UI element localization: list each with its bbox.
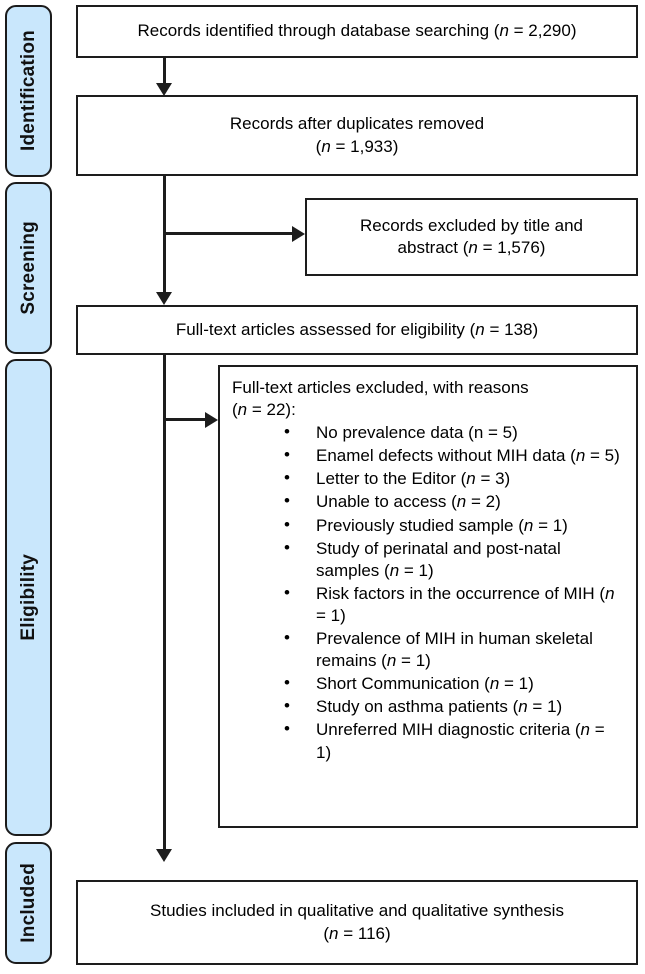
exclusion-reason-text: Unable to access ( — [316, 492, 457, 512]
arrow-down-icon — [156, 849, 172, 862]
phase-identification: Identification — [5, 5, 52, 177]
phase-eligibility: Eligibility — [5, 359, 52, 836]
n-symbol: n — [456, 492, 467, 512]
phase-screening: Screening — [5, 182, 52, 354]
exclusion-reason-count: = 2) — [466, 492, 501, 512]
excluded-ta-count-pre: abstract ( — [397, 238, 469, 257]
exclusion-reason-count: = 1) — [316, 605, 346, 625]
box-fulltext-excluded-reasons: Full-text articles excluded, with reason… — [218, 365, 638, 828]
exclusion-reason-count: = 5) — [585, 446, 620, 466]
exclusion-reason-text: Risk factors in the occurrence of MIH ( — [316, 583, 606, 603]
n-symbol: n — [580, 720, 590, 740]
exclusion-reason-count: = 1) — [396, 651, 431, 671]
box-fulltext-assessed: Full-text articles assessed for eligibil… — [76, 305, 638, 355]
n-symbol: n — [575, 446, 586, 466]
n-symbol: n — [329, 923, 339, 943]
n-symbol: n — [468, 238, 478, 257]
exclusion-reason-item: Study on asthma patients (n = 1) — [232, 695, 624, 718]
exclusion-reason-text: Letter to the Editor ( — [316, 469, 467, 489]
exclusion-reason-text: Study on asthma patients ( — [316, 697, 519, 717]
exclusion-reason-item: Letter to the Editor (n = 3) — [232, 467, 624, 490]
exclusion-reason-count: = 1) — [399, 560, 434, 580]
exclusion-reason-text: Enamel defects without MIH data ( — [316, 446, 576, 466]
phase-screening-label: Screening — [18, 221, 39, 315]
excluded-reasons-heading-line1: Full-text articles excluded, with reason… — [232, 378, 529, 397]
arrow-down-icon — [156, 83, 172, 96]
n-symbol: n — [518, 697, 528, 717]
exclusion-reason-item: Previously studied sample (n = 1) — [232, 514, 624, 537]
n-symbol: n — [466, 469, 476, 489]
phase-included: Included — [5, 842, 52, 964]
duplicates-count-pre: ( — [315, 136, 322, 156]
n-symbol: n — [386, 651, 397, 671]
exclusion-reason-item: Short Communication (n = 1) — [232, 672, 624, 695]
exclusion-reason-count: = 1) — [533, 515, 568, 535]
fulltext-assessed-text: Full-text articles assessed for eligibil… — [175, 319, 476, 339]
arrow-down-icon — [156, 292, 172, 305]
exclusion-reason-text: Prevalence of MIH in human skeletal rema… — [316, 629, 593, 671]
phase-eligibility-label: Eligibility — [18, 554, 39, 641]
exclusion-reason-text: No prevalence data (n = 5) — [316, 423, 518, 443]
box-records-after-duplicates: Records after duplicates removed (n = 1,… — [76, 95, 638, 176]
box-studies-included: Studies included in qualitative and qual… — [76, 880, 638, 965]
exclusion-reason-count: = 1) — [499, 674, 534, 694]
n-symbol: n — [489, 674, 500, 694]
excluded-ta-count: = 1,576) — [477, 238, 546, 257]
excluded-reasons-list: No prevalence data (n = 5)Enamel defects… — [232, 421, 624, 763]
n-symbol: n — [237, 400, 248, 420]
exclusion-reason-count: = 1) — [316, 720, 605, 762]
excluded-reasons-total-pre: ( — [232, 400, 238, 420]
connector-branch-to-excluded-title-abstract — [163, 232, 293, 235]
n-symbol: n — [605, 583, 615, 603]
records-identified-text: Records identified through database sear… — [137, 21, 500, 41]
n-symbol: n — [499, 21, 509, 41]
excluded-reasons-heading: Full-text articles excluded, with reason… — [232, 377, 624, 421]
phase-identification-label: Identification — [18, 30, 39, 152]
exclusion-reason-item: Unable to access (n = 2) — [232, 490, 624, 513]
records-identified-count: = 2,290) — [508, 21, 577, 41]
n-symbol: n — [475, 319, 485, 339]
phase-included-label: Included — [18, 863, 39, 943]
box-records-excluded-title-abstract: Records excluded by title and abstract (… — [305, 198, 638, 276]
exclusion-reason-item: Enamel defects without MIH data (n = 5) — [232, 444, 624, 467]
exclusion-reason-item: Unreferred MIH diagnostic criteria (n = … — [232, 718, 624, 763]
n-symbol: n — [321, 136, 331, 156]
exclusion-reason-text: Study of perinatal and post-natal sample… — [316, 538, 561, 580]
exclusion-reason-text: Unreferred MIH diagnostic criteria ( — [316, 720, 581, 740]
included-line1: Studies included in qualitative and qual… — [150, 901, 564, 921]
exclusion-reason-count: = 3) — [475, 469, 511, 489]
connector-fulltext-to-included — [163, 355, 166, 850]
fulltext-assessed-count: = 138) — [484, 319, 539, 339]
excluded-ta-line1: Records excluded by title and — [359, 215, 584, 235]
arrow-right-icon — [292, 226, 305, 242]
included-count: = 116) — [338, 923, 391, 943]
arrow-right-icon — [205, 412, 218, 428]
duplicates-line1: Records after duplicates removed — [229, 114, 485, 134]
exclusion-reason-text: Previously studied sample ( — [316, 515, 524, 535]
connector-identified-to-duplicates — [163, 58, 166, 84]
exclusion-reason-text: Short Communication ( — [316, 674, 490, 694]
exclusion-reason-item: Study of perinatal and post-natal sample… — [232, 537, 624, 582]
box-records-identified: Records identified through database sear… — [76, 5, 638, 58]
n-symbol: n — [523, 515, 534, 535]
included-count-pre: ( — [323, 923, 330, 943]
exclusion-reason-count: = 1) — [527, 697, 563, 717]
duplicates-count: = 1,933) — [330, 136, 399, 156]
n-symbol: n — [389, 560, 400, 580]
exclusion-reason-item: Prevalence of MIH in human skeletal rema… — [232, 627, 624, 672]
exclusion-reason-item: Risk factors in the occurrence of MIH (n… — [232, 582, 624, 627]
exclusion-reason-item: No prevalence data (n = 5) — [232, 421, 624, 444]
excluded-reasons-total: = 22): — [247, 400, 296, 420]
connector-branch-to-excluded-reasons — [163, 418, 206, 421]
